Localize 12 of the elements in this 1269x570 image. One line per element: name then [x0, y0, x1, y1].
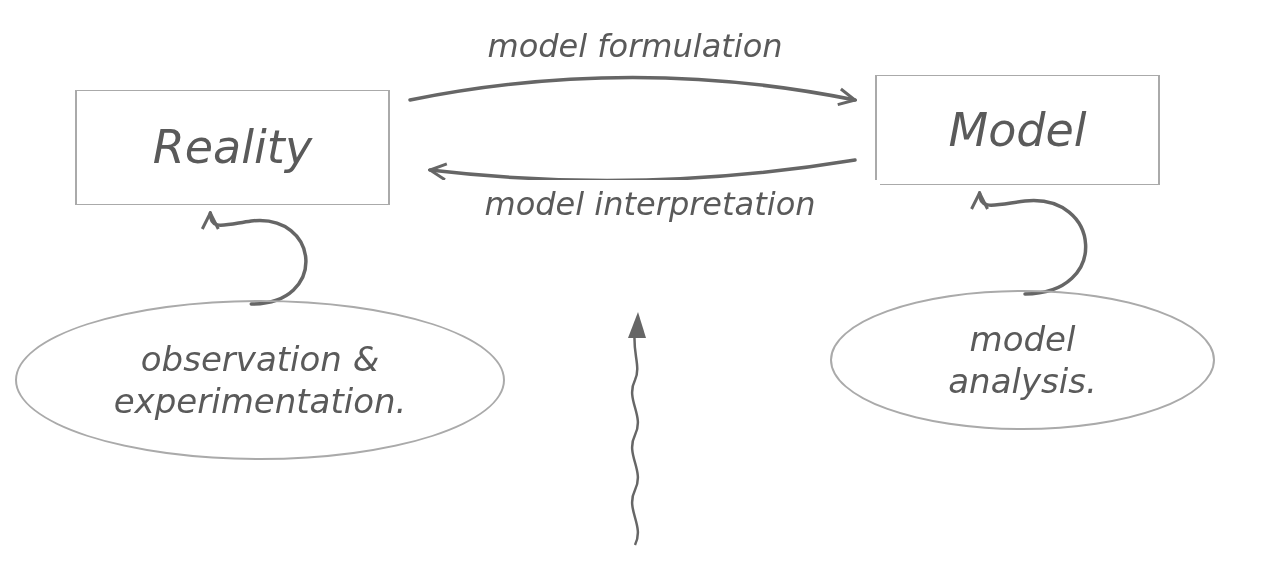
node-label: Model	[948, 101, 1087, 159]
node-label: observation & experimentation.	[112, 338, 408, 422]
box-node	[75, 90, 390, 205]
node-label: Reality	[152, 119, 313, 176]
curved-arrow	[428, 158, 857, 183]
loop-arrow	[971, 191, 1088, 296]
loop-arrow	[201, 211, 308, 306]
ellipse-node	[830, 290, 1215, 430]
curved-arrow	[408, 75, 857, 107]
ellipse-node	[15, 300, 505, 460]
node-label: model analysis.	[947, 318, 1098, 402]
box-node	[875, 75, 1160, 185]
